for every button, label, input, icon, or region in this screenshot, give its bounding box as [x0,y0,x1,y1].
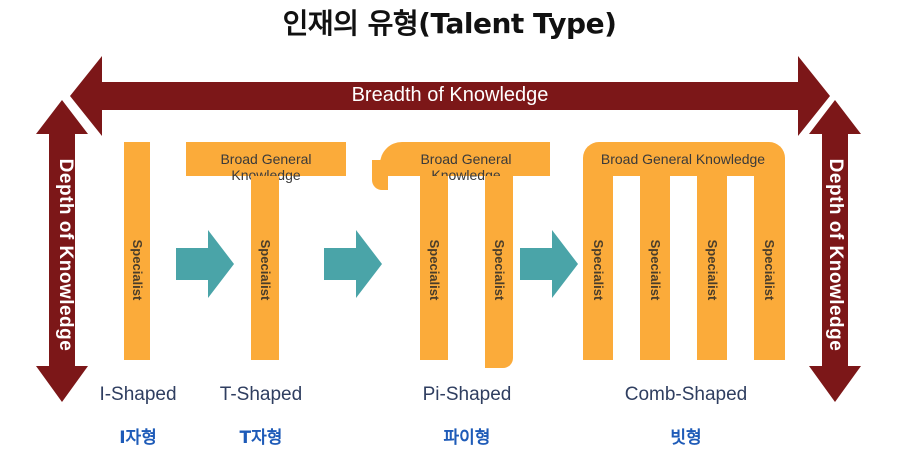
pi-shaped-top-bar [380,142,550,176]
comb-shaped-name: Comb-Shaped [624,384,748,405]
pi-shaped-general-label: Broad General Knowledge [420,151,512,183]
depth-label-left: Depth of Knowledge [55,158,76,352]
page-title: 인재의 유형(Talent Type) [282,7,617,40]
comb-shaped-specialist-label-4: Specialist [762,239,777,301]
depth-arrow-left [36,100,88,402]
comb-shaped-stem-1 [583,176,613,360]
t-shaped-stem [251,176,279,360]
comb-shaped-specialist-label-3: Specialist [705,239,720,301]
flow-arrow-3 [520,230,578,298]
depth-label-right: Depth of Knowledge [825,158,846,352]
t-shaped-name: T-Shaped [219,384,303,405]
comb-shaped-specialist-label-1: Specialist [591,239,606,301]
i-shaped-specialist-label: Specialist [130,239,145,301]
comb-shaped-stem-3 [697,176,727,360]
pi-shaped-korean-name: 파이형 [443,428,491,448]
t-shaped-top-bar [186,142,346,176]
i-shaped-korean-name: I자형 [119,428,157,448]
pi-shaped-name: Pi-Shaped [422,384,512,405]
comb-shaped-korean-name: 빗형 [670,428,702,448]
comb-shaped-specialist-label-2: Specialist [648,239,663,301]
i-shaped-name: I-Shaped [99,384,177,405]
pi-shaped-stem-left [420,176,448,360]
pi-shaped-specialist-label-2: Specialist [492,239,507,301]
pi-shaped-stem-right [485,176,513,368]
depth-arrow-right [809,100,861,402]
comb-shaped-top-bar [583,142,785,176]
pi-shaped-specialist-label-1: Specialist [427,239,442,301]
comb-shaped-stem-4 [754,176,785,360]
pi-shaped-left-flare [372,160,388,190]
t-shaped-korean-name: T자형 [239,428,283,448]
breadth-arrow [70,56,830,136]
flow-arrow-1 [176,230,234,298]
t-shaped-specialist-label: Specialist [258,239,273,301]
flow-arrow-2 [324,230,382,298]
breadth-label: Breadth of Knowledge [351,84,549,106]
t-shaped-general-label: Broad General Knowledge [220,151,312,183]
comb-shaped-general-label: Broad General Knowledge [600,151,766,167]
i-shaped-bar [124,142,150,360]
comb-shaped-stem-2 [640,176,670,360]
